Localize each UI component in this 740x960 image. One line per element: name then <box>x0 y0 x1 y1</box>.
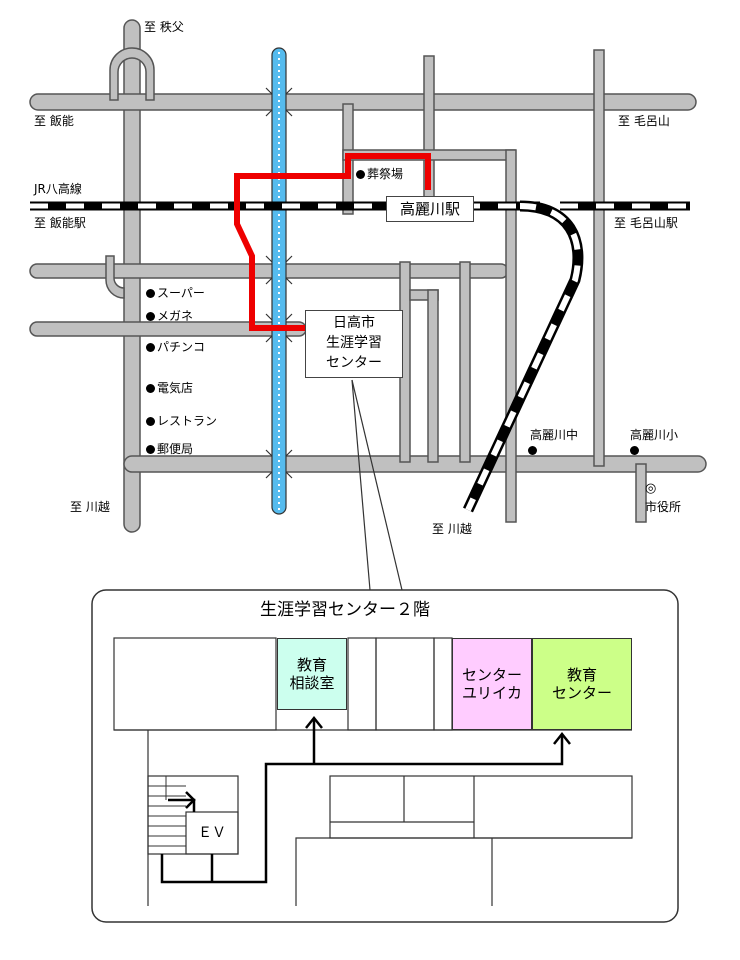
route-line <box>234 153 431 331</box>
floor-route <box>160 715 571 884</box>
callout-line-left <box>351 379 371 591</box>
label-to-hanno-station: 至 飯能駅 <box>34 216 86 230</box>
landmark-dot-icon <box>146 417 155 426</box>
river <box>271 47 287 515</box>
stairs <box>148 776 186 847</box>
landmark-dot-icon <box>146 384 155 393</box>
label-to-kawagoe-west: 至 川越 <box>70 500 110 514</box>
landmark-dot-icon <box>146 343 155 352</box>
station-box: 高麗川駅 <box>386 196 474 222</box>
label-city-hall: 市役所 <box>645 500 682 514</box>
landmark-restaurant: レストラン <box>146 414 217 428</box>
room-center-yurika: センターユリイカ <box>452 638 532 730</box>
destination-line-1: 日高市 <box>333 315 375 331</box>
room-education-center: 教育センター <box>532 638 632 730</box>
landmark-dot-icon <box>146 445 155 454</box>
label-to-hanno: 至 飯能 <box>34 114 74 128</box>
label-to-kawagoe-south: 至 川越 <box>432 522 472 536</box>
label-jr-line: JR八高線 <box>34 182 82 196</box>
landmark-dot-icon <box>146 312 155 321</box>
landmark-pachinko: パチンコ <box>146 340 205 354</box>
landmark-glasses: メガネ <box>146 309 193 323</box>
label-to-moroyama-station: 至 毛呂山駅 <box>614 216 678 230</box>
destination-line-2: 生涯学習 <box>326 335 382 351</box>
station-name: 高麗川駅 <box>399 200 460 218</box>
floor-walls <box>113 637 633 906</box>
destination-box: 日高市 生涯学習 センター <box>305 310 403 378</box>
landmark-electronics: 電気店 <box>146 381 193 395</box>
landmark-dot-icon <box>146 289 155 298</box>
road-loop-west <box>105 255 125 299</box>
landmark-post-office: 郵便局 <box>146 442 193 456</box>
floor-plan-title: 生涯学習センター２階 <box>260 600 430 620</box>
landmark-funeral-hall: 葬祭場 <box>356 167 403 181</box>
landmark-dot-icon <box>356 170 365 179</box>
school-elementary: 高麗川小 <box>630 428 679 442</box>
destination-line-3: センター <box>326 355 382 371</box>
callout-line-right <box>351 379 403 591</box>
room-education-consultation: 教育相談室 <box>277 638 347 710</box>
road-loop-north <box>109 47 155 101</box>
school-junior-high: 高麗川中 <box>530 428 579 442</box>
label-to-moroyama: 至 毛呂山 <box>618 114 670 128</box>
school-elementary-dot-icon <box>630 446 639 455</box>
elevator-label: ＥＶ <box>198 825 226 841</box>
road-network <box>29 19 707 533</box>
bridge-marks <box>265 87 293 479</box>
landmark-supermarket: スーパー <box>146 286 205 300</box>
school-junior-high-dot-icon <box>528 446 537 455</box>
label-to-chichibu: 至 秩父 <box>144 20 184 34</box>
city-hall-symbol-icon: ◎ <box>645 481 657 496</box>
